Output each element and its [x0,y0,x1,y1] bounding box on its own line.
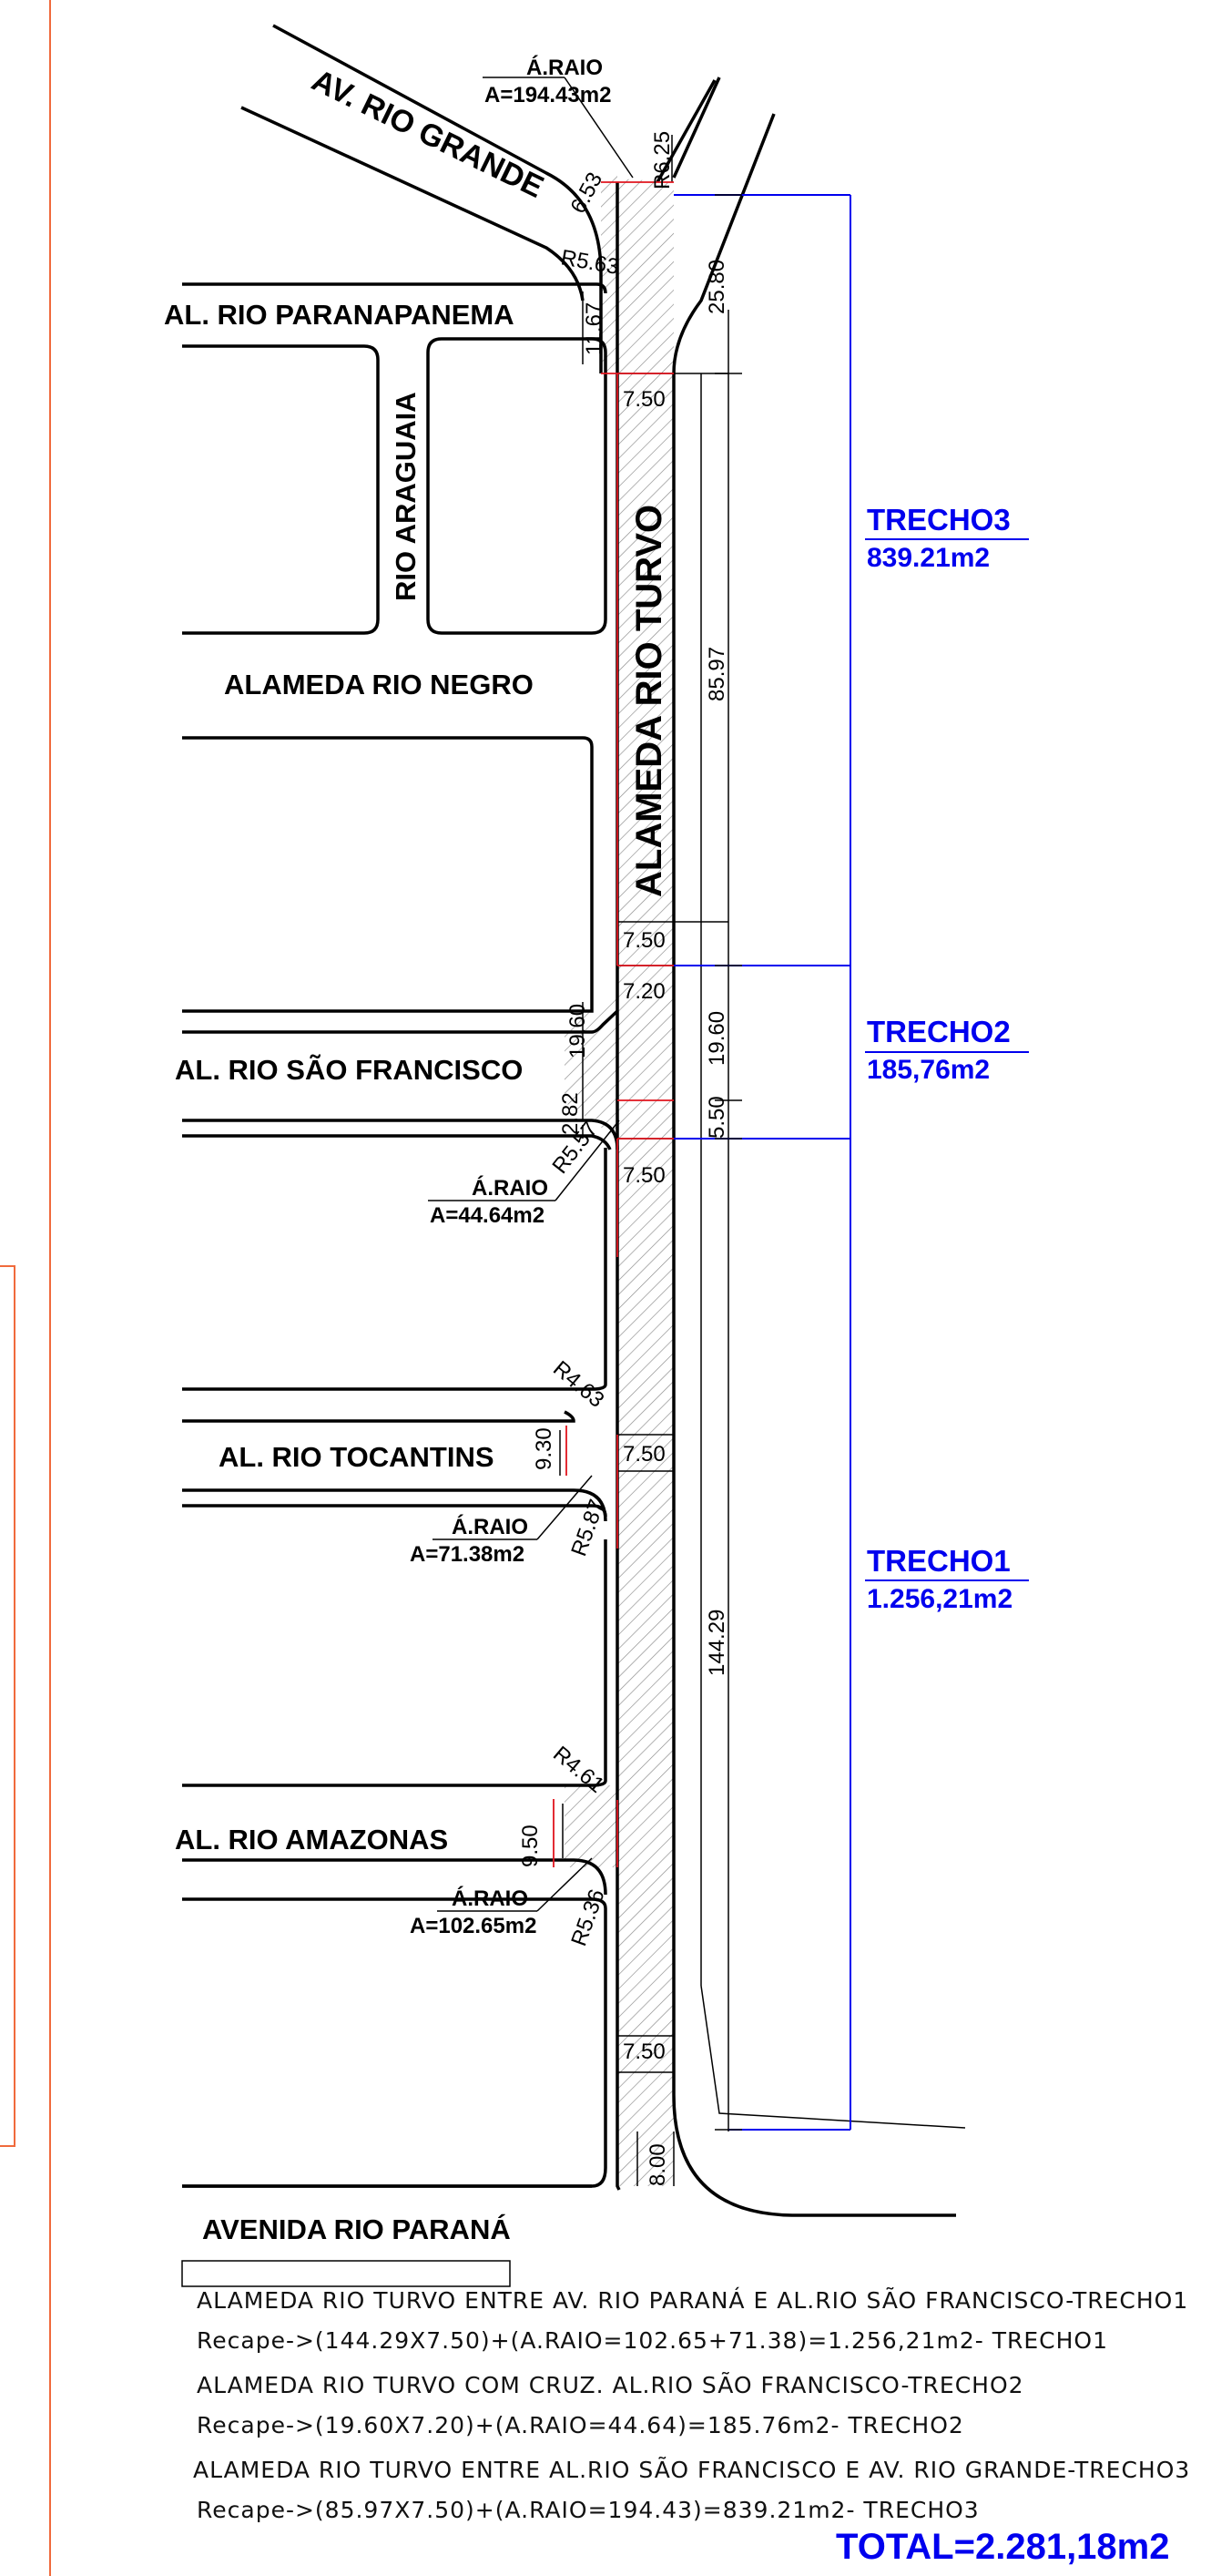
note-line: Recape->(19.60X7.20)+(A.RAIO=44.64)=185.… [197,2412,964,2438]
dimension-label: 8.00 [646,2143,670,2186]
raio-label-area: A=102.65m2 [410,1914,536,1938]
dimension-label: 2.82 [558,1092,583,1135]
dimension-label: 19.60 [565,1004,590,1058]
trecho-name: TRECHO1 [867,1544,1011,1578]
dimension-label: 11.67 [582,302,606,355]
raio-label-title: Á.RAIO [526,55,603,80]
note-line: Recape->(85.97X7.50)+(A.RAIO=194.43)=839… [197,2497,980,2523]
note-line: ALAMEDA RIO TURVO ENTRE AL.RIO SÃO FRANC… [193,2457,1191,2483]
raio-label-area: A=44.64m2 [430,1203,544,1228]
raio-label-title: Á.RAIO [452,1514,528,1539]
dimension-label: 5.50 [705,1096,729,1139]
paved-area-hatch [565,173,674,2186]
street-label-al-rio-amazonas: AL. RIO AMAZONAS [175,1824,448,1855]
dimension-label: 9.30 [532,1427,556,1470]
note-line: ALAMEDA RIO TURVO COM CRUZ. AL.RIO SÃO F… [197,2372,1024,2398]
trecho-name: TRECHO3 [867,503,1011,537]
street-label-al-rio-tocantins: AL. RIO TOCANTINS [219,1441,494,1473]
street-label-al-rio-paranapanema: AL. RIO PARANAPANEMA [164,299,514,331]
raio-label-area: A=71.38m2 [410,1542,524,1567]
section-red-lines [553,181,674,1867]
street-label-alameda-rio-negro: ALAMEDA RIO NEGRO [224,669,534,700]
raio-label-title: Á.RAIO [452,1886,528,1911]
dimension-label: 7.50 [623,1163,666,1188]
inner-lines [181,77,966,2287]
road-edges [182,24,956,2217]
note-line: Recape->(144.29X7.50)+(A.RAIO=102.65+71.… [197,2327,1108,2354]
raio-label-title: Á.RAIO [472,1175,548,1201]
dimension-label: R5.36 [566,1886,609,1949]
dimension-label: 25.80 [705,260,729,314]
dimension-label: 85.97 [705,647,729,701]
dimension-label: 7.20 [623,979,666,1004]
street-label-avenida-rio-parana: AVENIDA RIO PARANÁ [202,2213,511,2245]
trecho-area: 1.256,21m2 [867,1584,1013,1614]
dimension-label: 144.29 [705,1610,729,1676]
trecho-name: TRECHO2 [867,1015,1011,1048]
dimension-label: 7.50 [623,1442,666,1467]
dimension-label: 9.50 [518,1825,543,1867]
dimension-label: 7.50 [623,387,666,412]
raio-label-area: A=194.43m2 [484,83,611,107]
street-label-rio-araguaia: RIO ARAGUAIA [390,392,422,601]
trecho-area: 839.21m2 [867,543,990,573]
dimension-ticks [715,194,742,2131]
dimension-label: 7.50 [623,928,666,953]
street-label-al-rio-sao-francisco: AL. RIO SÃO FRANCISCO [175,1054,523,1086]
dimension-label: 19.60 [705,1011,729,1066]
dimension-label: R4.63 [548,1356,608,1413]
note-line: ALAMEDA RIO TURVO ENTRE AV. RIO PARANÁ E… [197,2287,1189,2314]
trecho-brackets [674,194,1029,2131]
dimension-label: R5.57 [547,1118,603,1179]
total-area: TOTAL=2.281,18m2 [836,2527,1170,2567]
trecho-area: 185,76m2 [867,1055,990,1085]
street-label-alameda-rio-turvo: ALAMEDA RIO TURVO [629,505,669,897]
legend-box-border [0,1265,15,2147]
dimension-label: 7.50 [623,2039,666,2064]
dimension-label: R6.25 [650,131,675,189]
